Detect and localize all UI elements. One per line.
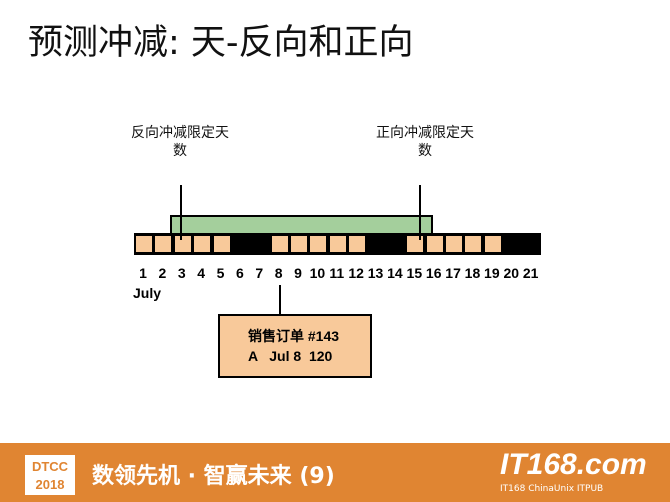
footer-band: [0, 443, 670, 502]
day-cell: [174, 236, 191, 252]
day-label: 5: [216, 265, 225, 281]
day-label: 2: [158, 265, 167, 281]
order-line1: 销售订单 #143: [248, 328, 340, 344]
day-cell: [484, 236, 501, 252]
day-cell: [291, 236, 308, 252]
day-cell: [271, 236, 288, 252]
forward-label: 正向冲减限定天数: [376, 125, 474, 159]
backward-label: 反向冲减限定天数: [131, 125, 229, 159]
day-label: 7: [255, 265, 264, 281]
consumption-window: [170, 215, 433, 234]
dtcc-logo: DTCC 2018: [25, 455, 75, 495]
day-label: 16: [425, 265, 442, 281]
day-cell: [194, 236, 211, 252]
day-label: 13: [367, 265, 384, 281]
slide-title: 预测冲减: 天-反向和正向: [28, 23, 414, 63]
day-label: 11: [329, 265, 345, 281]
slogan: 数领先机 · 智赢未来 (9): [92, 464, 335, 489]
dtcc-text: DTCC: [31, 459, 69, 474]
backward-arrow: [180, 185, 182, 240]
order-line2: A Jul 8 120: [248, 348, 333, 364]
day-label: 9: [294, 265, 302, 281]
day-label: 1: [139, 265, 147, 281]
day-label: 6: [235, 265, 244, 281]
day-cell: [136, 236, 152, 252]
day-label: 15: [406, 265, 423, 281]
sub-logos: IT168 ChinaUnix ITPUB: [500, 484, 604, 494]
day-label: 17: [445, 265, 461, 281]
dtcc-year: 2018: [35, 477, 65, 492]
day-cell: [213, 236, 230, 252]
day-cell: [446, 236, 463, 252]
it168-logo: IT168.com: [500, 448, 647, 481]
sales-order-box: 销售订单 #143 A Jul 8 120: [218, 314, 372, 378]
day-cell: [310, 236, 327, 252]
day-cell: [426, 236, 443, 252]
day-cell: [155, 236, 172, 252]
month-label: July: [133, 285, 162, 301]
day-cell: [329, 236, 346, 252]
day-label: 3: [177, 265, 186, 281]
day-label: 20: [503, 265, 520, 281]
day-label: 12: [348, 265, 364, 281]
order-arrow: [279, 285, 281, 315]
day-label: 18: [464, 265, 481, 281]
day-label: 19: [484, 265, 500, 281]
day-label: 10: [309, 265, 326, 281]
day-label: 4: [197, 265, 206, 281]
forward-arrow: [419, 185, 421, 240]
day-cell: [465, 236, 482, 252]
day-cell: [349, 236, 366, 252]
calendar-bar: [134, 233, 541, 255]
day-label: 21: [522, 265, 539, 281]
day-label: 14: [387, 265, 403, 281]
day-cell: [407, 236, 424, 252]
day-label: 8: [274, 265, 283, 281]
